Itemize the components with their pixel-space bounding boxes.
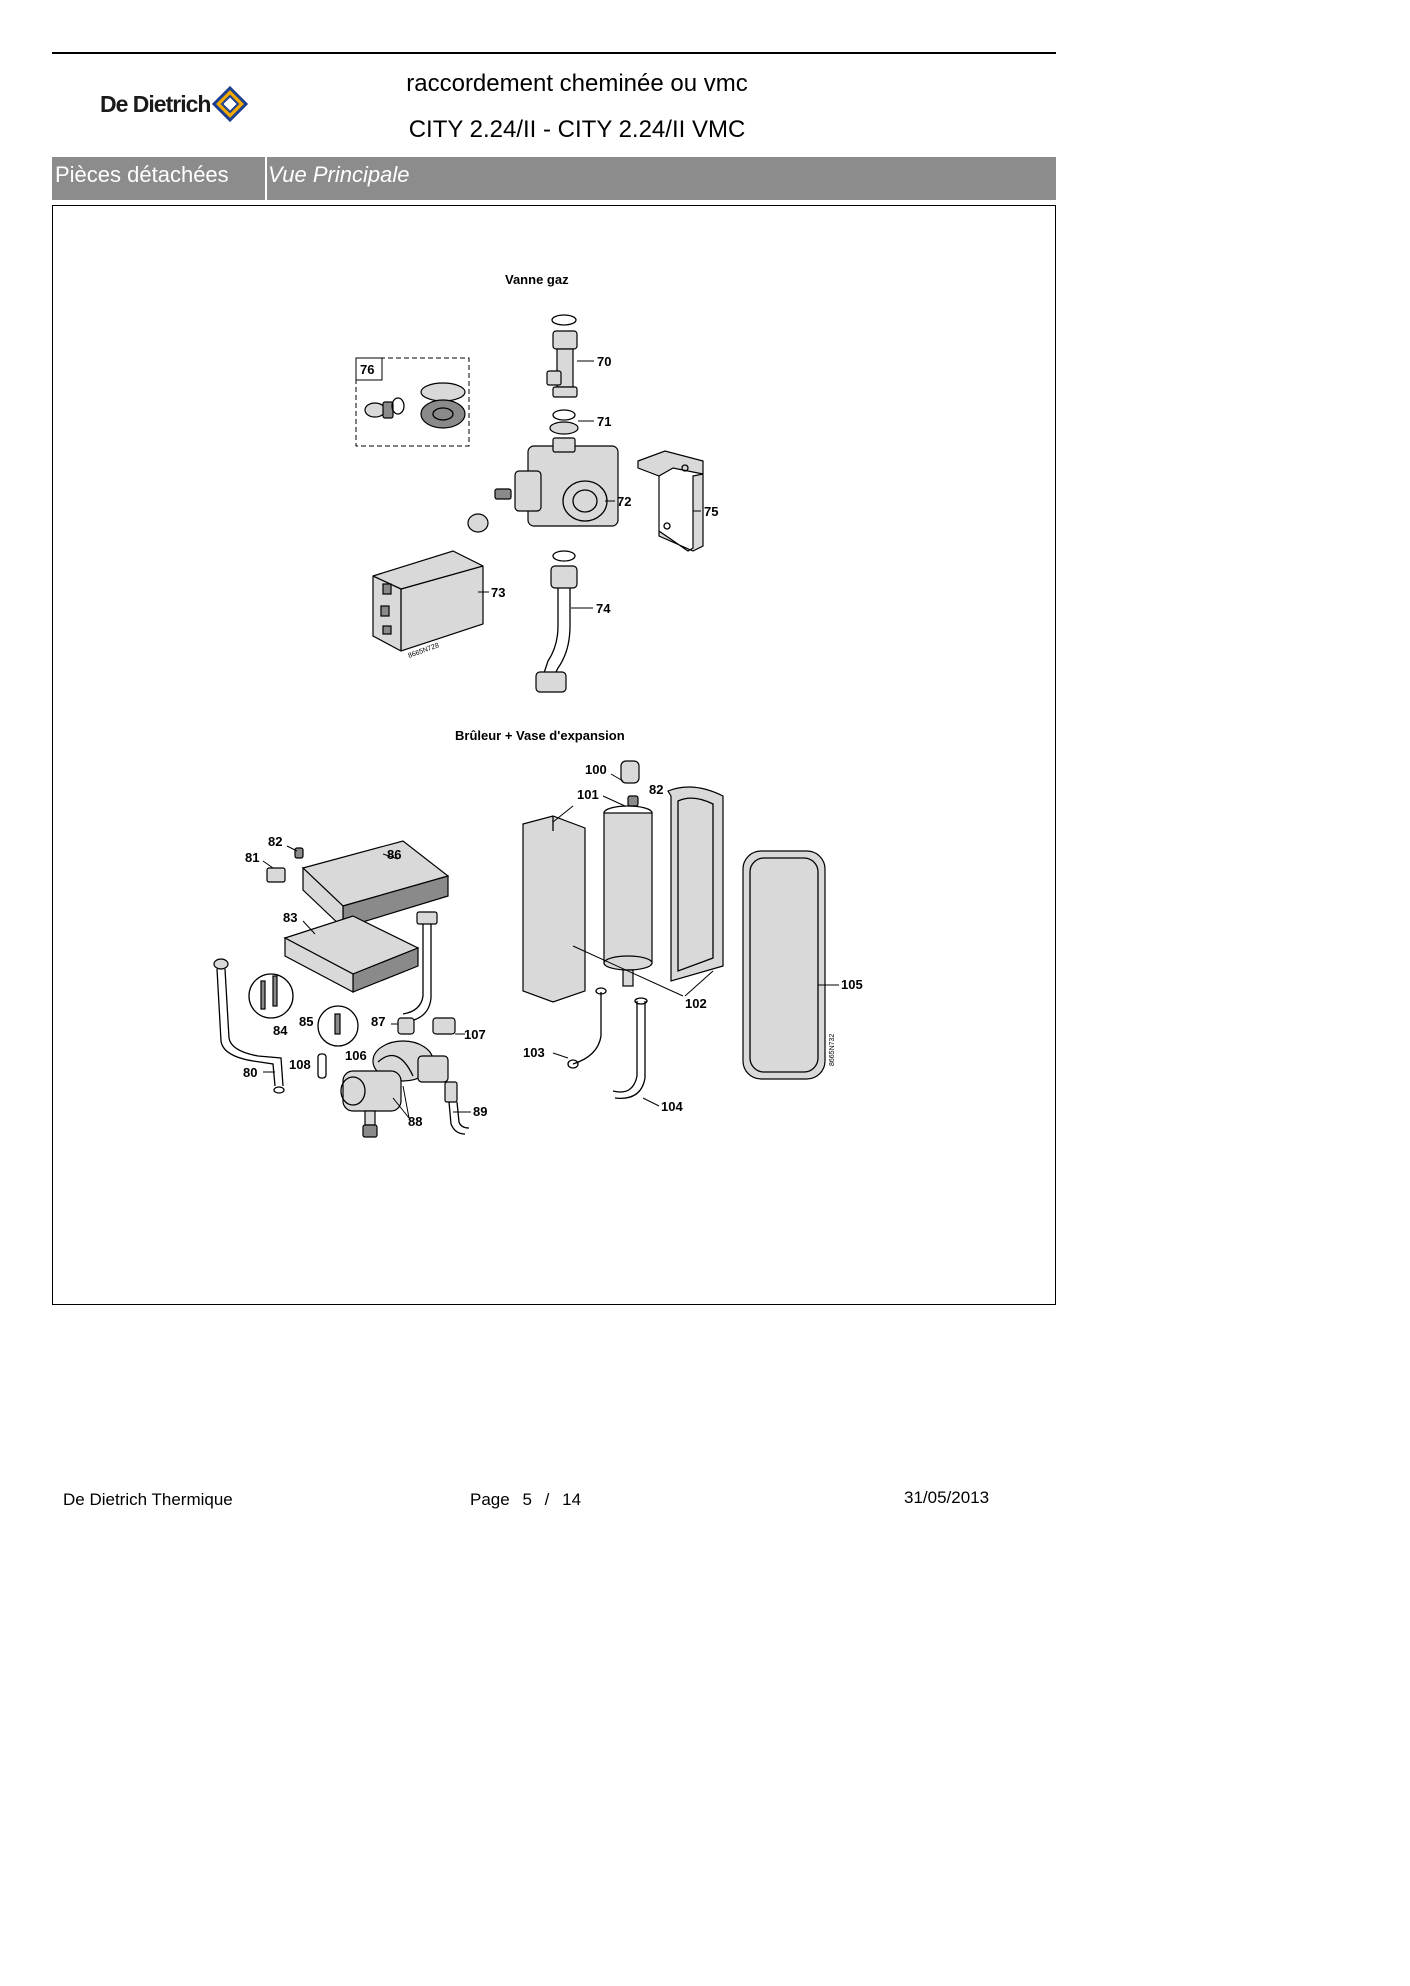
part-80-pipe [213,958,285,1094]
callout-75: 75 [704,504,718,519]
footer-pagination: Page 5 / 14 [470,1490,589,1510]
header-rule [52,52,1056,54]
callout-71: 71 [597,414,611,429]
part-108-sensor-tube [317,1053,327,1079]
part-75-bracket [637,450,704,552]
footer-page-current: 5 [522,1490,532,1509]
callout-103: 103 [523,1045,545,1060]
callout-70: 70 [597,354,611,369]
part-102-shell [667,786,724,982]
part-81-bracket [266,867,286,883]
callout-100: 100 [585,762,607,777]
part-104-pipe [612,997,648,1099]
part-72-gas-valve [467,437,619,533]
callout-104: 104 [661,1099,683,1114]
part-106-pump-assembly [340,1040,449,1138]
brand-name: De Dietrich [100,90,211,117]
callout-89: 89 [473,1104,487,1119]
kit-76-box [355,357,470,447]
callout-80: 80 [243,1065,257,1080]
part-84-electrodes [248,973,294,1019]
part-71-seal [549,409,579,435]
part-74-pipe [535,550,578,693]
callout-83: 83 [283,910,297,925]
callout-101: 101 [577,787,599,802]
bottom-ref-code: 8665N732 [829,1034,836,1066]
bottom-section-title: Brûleur + Vase d'expansion [455,728,625,743]
callout-106: 106 [345,1048,367,1063]
callout-82-left: 82 [268,834,282,849]
part-105-expansion-vessel [742,850,826,1080]
part-expansion-cylinder [603,805,653,987]
callout-85: 85 [299,1014,313,1029]
part-100-air-vent [620,760,640,784]
callout-84: 84 [273,1023,288,1038]
callout-107: 107 [464,1027,486,1042]
part-86-heat-exchanger [301,840,450,930]
callout-82-top: 82 [649,782,663,797]
footer-company: De Dietrich Thermique [63,1490,233,1509]
top-section-title: Vanne gaz [505,272,569,287]
callout-88: 88 [408,1114,422,1129]
kit-76-label-box [355,357,383,381]
footer-date: 31/05/2013 [904,1488,990,1507]
callout-76: 76 [360,362,374,377]
part-103-pipe [567,987,607,1069]
footer-page-total: 14 [562,1490,582,1509]
document-title: raccordement cheminée ou vmc [406,70,748,97]
part-85-electrode [317,1005,359,1047]
part-76-filter [364,382,466,429]
part-101-panel [522,815,586,1003]
callout-108: 108 [289,1057,311,1072]
footer-page-separator: / [544,1490,550,1509]
callout-81: 81 [245,850,259,865]
brand-logo: De Dietrich [100,86,249,122]
section-bar: Pièces détachées Vue Principale [52,157,1056,200]
part-89-hose [444,1081,470,1135]
part-82-clip-left [294,847,304,859]
brand-diamond-icon [212,86,249,122]
callout-105: 105 [841,977,863,992]
callout-86: 86 [387,847,401,862]
section-bar-view: Vue Principale [268,162,410,187]
exploded-view-diagram: Vanne gaz 76 70 71 [213,272,863,1138]
callout-72: 72 [617,494,631,509]
part-83-burner [283,915,420,993]
callout-102: 102 [685,996,707,1011]
callout-73: 73 [491,585,505,600]
part-107-sensor [432,1017,456,1035]
part-87-fitting [397,1017,415,1035]
footer-page-label: Page [470,1490,510,1509]
section-bar-category: Pièces détachées [52,157,267,200]
exploded-view-frame: Vanne gaz 76 70 71 [52,205,1056,1305]
part-73-ignition-box [372,550,484,652]
part-70-connector [546,314,578,398]
callout-87: 87 [371,1014,385,1029]
callout-74: 74 [596,601,611,616]
document-subtitle: CITY 2.24/II - CITY 2.24/II VMC [408,116,746,143]
part-82-clip-top [627,795,639,807]
